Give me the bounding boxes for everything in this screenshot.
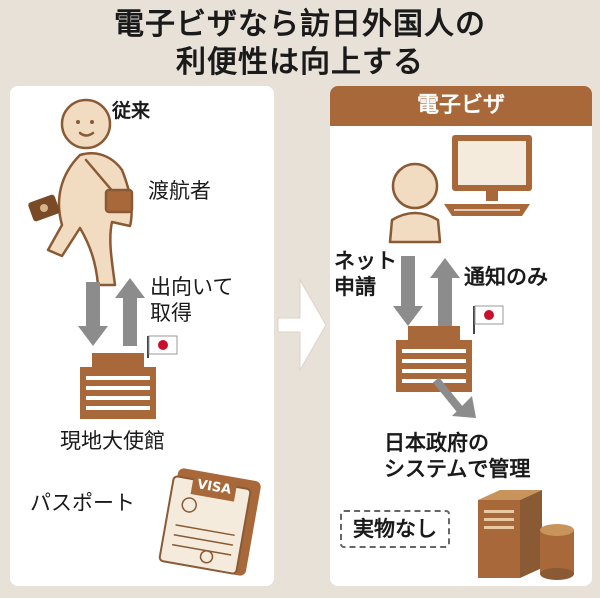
passport-booklet-icon [158,468,261,576]
go-obtain-label-line1: 出向いて [150,275,234,299]
title-line-2: 利便性は向上する [176,45,424,80]
system-arrow [432,377,476,418]
net-apply-label-line1: ネット [334,249,397,273]
transition-arrow [277,278,327,372]
electronic-visa-header: 電子ビザ [330,86,592,126]
diagram-title: 電子ビザなら訪日外国人の 利便性は向上する [0,6,600,82]
computer-user-icon [388,162,442,244]
traveler-label: 渡航者 [148,179,211,203]
server-tower-icon [478,490,542,578]
system-label-line1: 日本政府の [384,431,489,455]
japan-flag-right-icon [473,305,504,334]
net-apply-label-line2: 申請 [334,275,376,299]
go-obtain-label-line2: 取得 [150,301,192,325]
left-down-arrow [78,282,108,346]
net-apply-down-arrow [393,256,423,326]
computer-monitor-icon [444,135,532,216]
japan-flag-left-icon [147,335,178,358]
title-line-1: 電子ビザなら訪日外国人の [114,7,486,42]
traveler-icon [46,98,134,287]
passport-in-hand-icon [28,194,60,222]
embassy-building-icon [80,353,156,419]
no-physical-label: 実物なし [340,510,450,548]
system-label-line2: システムで管理 [384,457,531,481]
traditional-header: 従来 [112,100,151,122]
notify-up-arrow [430,258,460,326]
passport-label: パスポート [30,491,135,515]
left-up-arrow [115,278,145,346]
database-cylinder-icon [540,524,574,580]
notify-only-label: 通知のみ [464,265,548,289]
embassy-label: 現地大使館 [60,429,165,453]
